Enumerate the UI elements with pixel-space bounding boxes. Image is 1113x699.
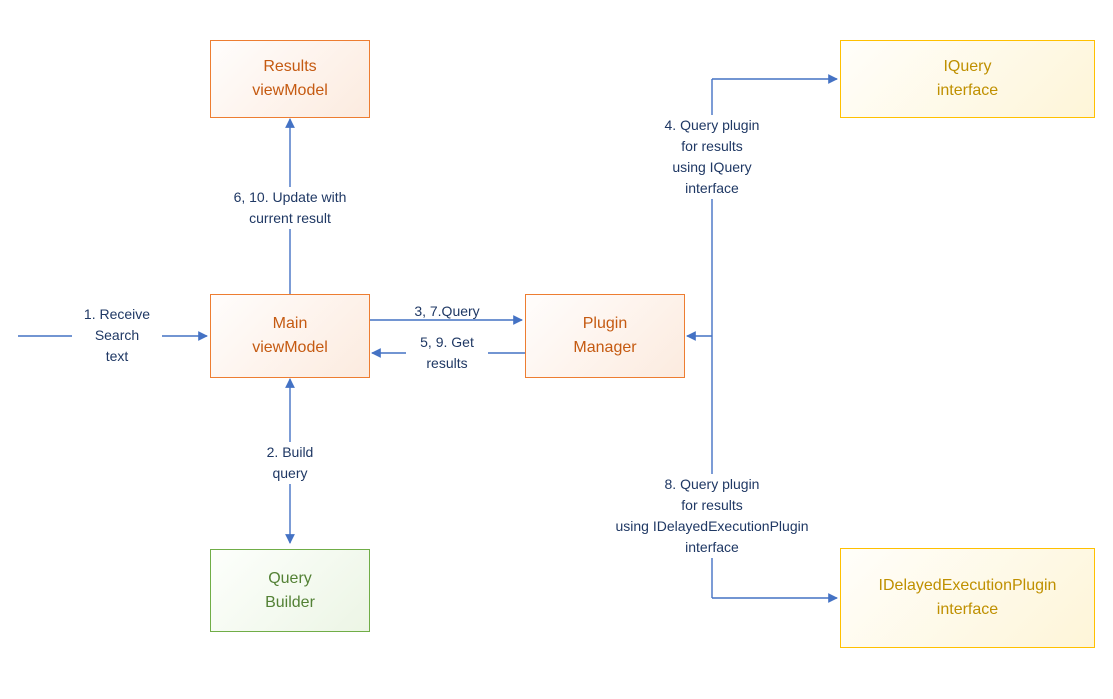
edge-label-query-plugin-iquery: 4. Query plugin for results using IQuery… — [644, 115, 780, 199]
idelayedexecutionplugin-interface-label: IDelayedExecutionPlugin interface — [878, 577, 1057, 618]
idelayedexecutionplugin-interface-node: IDelayedExecutionPlugin interface — [840, 548, 1095, 648]
edge-label-get-results: 5, 9. Get results — [406, 332, 488, 374]
edge-label-build-query: 2. Build query — [246, 442, 334, 484]
main-viewmodel-node: Main viewModel — [210, 294, 370, 378]
edge-label-query-plugin-idelayed: 8. Query plugin for results using IDelay… — [578, 474, 846, 558]
edge-label-receive-search: 1. Receive Search text — [72, 304, 162, 367]
results-viewmodel-node: Results viewModel — [210, 40, 370, 118]
iquery-interface-label: IQuery interface — [936, 58, 999, 99]
results-viewmodel-label: Results viewModel — [252, 58, 328, 99]
query-builder-node: Query Builder — [210, 549, 370, 632]
main-viewmodel-label: Main viewModel — [252, 315, 328, 356]
edge-label-update-with-result: 6, 10. Update with current result — [213, 187, 367, 229]
plugin-manager-label: Plugin Manager — [573, 315, 637, 356]
iquery-interface-node: IQuery interface — [840, 40, 1095, 118]
edge-label-query: 3, 7.Query — [414, 303, 480, 319]
query-builder-label: Query Builder — [265, 569, 315, 611]
plugin-manager-node: Plugin Manager — [525, 294, 685, 378]
